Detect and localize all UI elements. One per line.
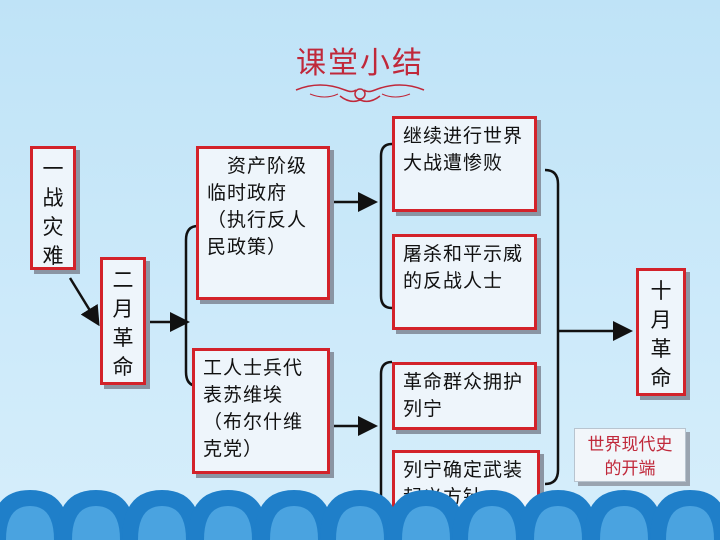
title-ornament-icon bbox=[295, 84, 425, 103]
decorative-arches bbox=[0, 490, 720, 540]
node-war-disaster: 一战灾难 bbox=[30, 146, 76, 270]
brace-right bbox=[544, 168, 560, 486]
node-massacre: 屠杀和平示威的反战人士 bbox=[392, 234, 537, 330]
arrow-war-to-feb bbox=[68, 277, 100, 327]
node-soviet: 工人士兵代表苏维埃（布尔什维克党） bbox=[192, 348, 330, 474]
node-october-revolution: 十月革命 bbox=[636, 268, 686, 396]
node-support-lenin: 革命群众拥护列宁 bbox=[392, 362, 537, 430]
brace-top bbox=[379, 142, 393, 310]
node-feb-revolution: 二月革命 bbox=[100, 257, 146, 385]
note-world-history: 世界现代史的开端 bbox=[574, 428, 686, 482]
node-war-defeat: 继续进行世界大战遭惨败 bbox=[392, 116, 537, 212]
page-title: 课堂小结 bbox=[296, 46, 424, 81]
node-provisional-gov: 资产阶级临时政府（执行反人民政策） bbox=[196, 146, 330, 300]
brace-left bbox=[184, 224, 199, 388]
